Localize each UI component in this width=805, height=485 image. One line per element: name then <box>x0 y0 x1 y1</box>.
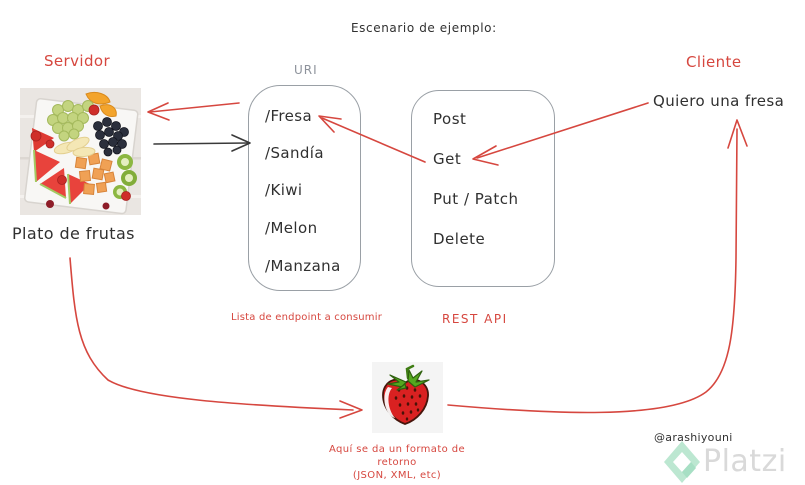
endpoint-kiwi: /Kiwi <box>265 181 303 199</box>
return-format-note: Aquí se da un formato de retorno (JSON, … <box>322 443 472 482</box>
rest-api-caption: REST API <box>442 312 508 326</box>
uri-box-label: URI <box>294 63 318 77</box>
client-label: Cliente <box>686 53 742 71</box>
rest-api-box: Post Get Put / Patch Delete <box>411 90 555 287</box>
server-label: Servidor <box>44 52 111 70</box>
method-delete: Delete <box>433 230 486 248</box>
return-format-line1: Aquí se da un formato de retorno <box>328 444 466 468</box>
author-credit: @arashiyouni <box>654 431 733 444</box>
endpoint-melon: /Melon <box>265 219 318 237</box>
client-request-text: Quiero una fresa <box>653 92 785 110</box>
arrow-server-to-uri <box>153 134 251 152</box>
method-put-patch: Put / Patch <box>433 190 519 208</box>
endpoint-sandia: /Sandía <box>265 144 324 162</box>
platzi-diamond-logo-icon <box>664 441 700 483</box>
method-post: Post <box>433 110 467 128</box>
fruit-plate-caption: Plato de frutas <box>12 224 135 243</box>
fruit-plate-photo <box>20 88 141 215</box>
arrow-fresa-to-server <box>147 102 240 121</box>
endpoint-manzana: /Manzana <box>265 257 341 275</box>
return-format-line2: (JSON, XML, etc) <box>352 470 442 481</box>
method-get: Get <box>433 150 462 168</box>
endpoint-fresa: /Fresa <box>265 107 313 125</box>
uri-endpoints-box: /Fresa /Sandía /Kiwi /Melon /Manzana <box>248 85 361 291</box>
strawberry-icon <box>372 362 443 433</box>
page-title: Escenario de ejemplo: <box>351 21 497 35</box>
platzi-watermark-text: Platzi <box>703 444 787 479</box>
platzi-watermark: Platzi <box>664 441 787 483</box>
uri-box-caption: Lista de endpoint a consumir <box>231 312 383 323</box>
